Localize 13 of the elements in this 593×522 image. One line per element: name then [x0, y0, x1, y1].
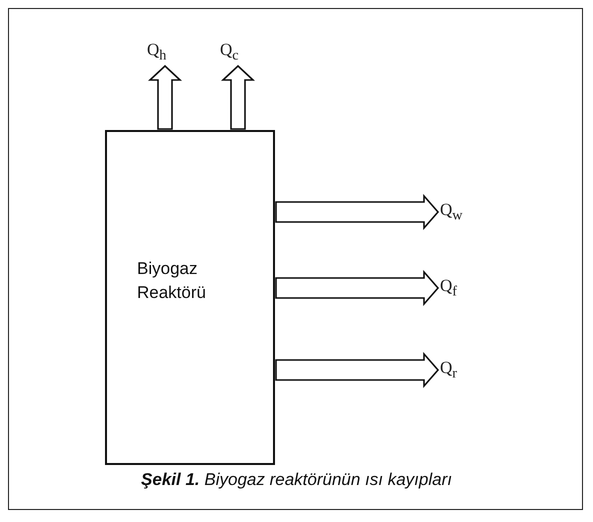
heat-loss-label: Q$_{c}$: [220, 40, 256, 64]
figure-caption: Şekil 1. Biyogaz reaktörünün ısı kayıpları: [140, 470, 453, 490]
heat-loss-label: Q$_{f}$: [440, 276, 476, 300]
heat-loss-label: Q$_{r}$: [440, 358, 476, 382]
block-arrow: [148, 64, 182, 130]
block-arrow: [220, 64, 256, 130]
reactor-label: Biyogaz Reaktörü: [137, 258, 207, 304]
heat-loss-label: Q$_{w}$: [440, 200, 476, 224]
heat-loss-label: Q$_{h}$: [147, 40, 183, 64]
block-arrow: [275, 194, 440, 230]
reactor-box: [105, 130, 275, 465]
block-arrow: [275, 270, 440, 306]
block-arrow: [275, 352, 440, 388]
